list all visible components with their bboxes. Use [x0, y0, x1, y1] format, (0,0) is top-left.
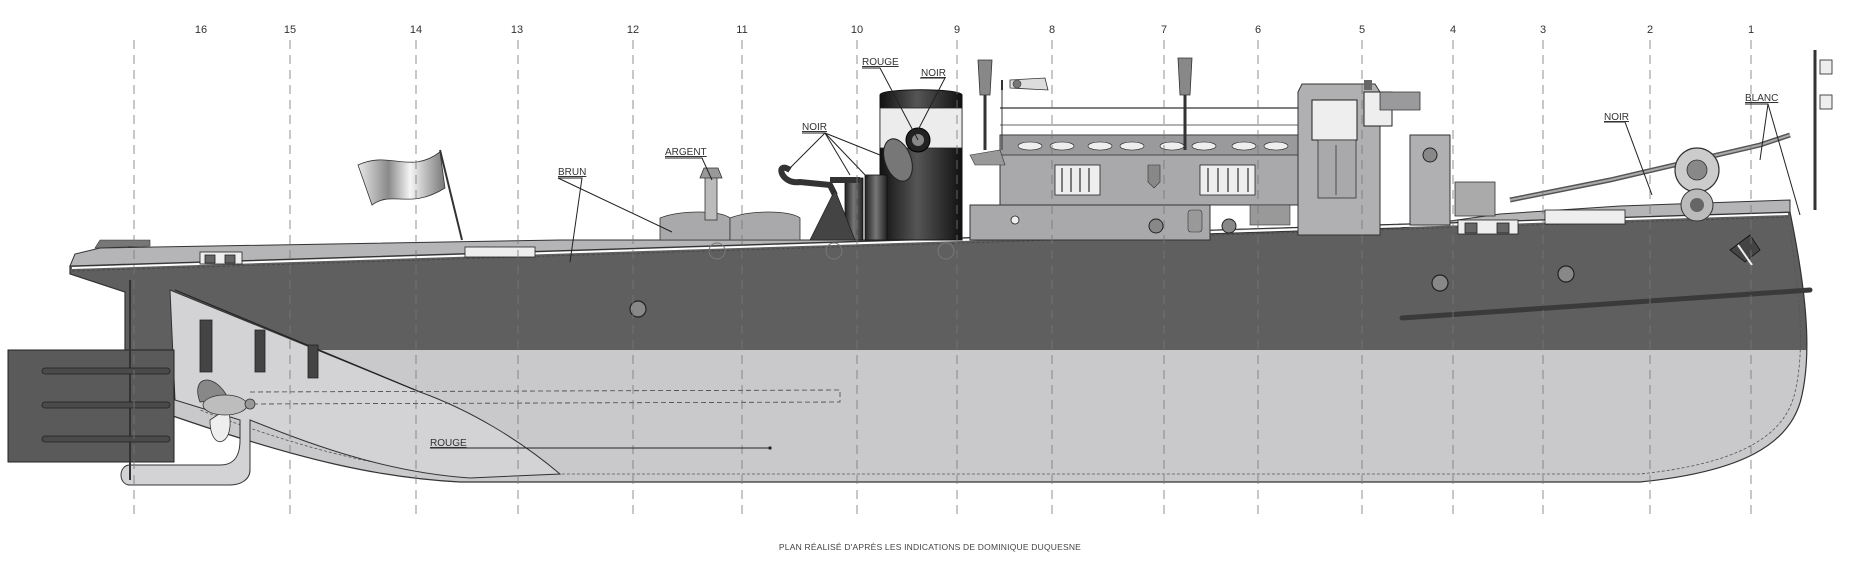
aft-hatches [659, 167, 801, 241]
station-number-5: 5 [1359, 24, 1365, 36]
label-rouge-top: ROUGE [862, 57, 899, 68]
bow-rubbing-strake [1399, 287, 1813, 321]
station-number-3: 3 [1540, 24, 1546, 36]
label-blanc: BLANC [1745, 93, 1778, 104]
bow-equipment [1509, 50, 1833, 266]
hull-portholes [629, 242, 1575, 318]
station-number-13: 13 [511, 24, 523, 36]
station-number-2: 2 [1647, 24, 1653, 36]
wheelhouse [1297, 80, 1496, 236]
station-number-1: 1 [1748, 24, 1754, 36]
deck-bitts [199, 209, 1626, 265]
label-noir-bow: NOIR [1604, 112, 1629, 123]
stern-flag [357, 149, 463, 241]
propeller [197, 379, 256, 442]
label-noir-vents: NOIR [802, 122, 827, 133]
station-number-11: 11 [736, 24, 747, 36]
ventilators [778, 138, 913, 241]
label-noir-funnel: NOIR [921, 68, 946, 79]
station-number-4: 4 [1450, 24, 1456, 36]
rudder [7, 280, 175, 480]
station-number-16: 16 [195, 24, 207, 36]
station-lines: 16 15 14 13 12 11 10 9 8 7 6 5 4 3 2 1 [133, 24, 1754, 515]
station-number-7: 7 [1161, 24, 1167, 36]
station-number-8: 8 [1049, 24, 1055, 36]
stern-brackets [199, 319, 319, 379]
stern-skeg [120, 289, 841, 486]
station-number-9: 9 [954, 24, 960, 36]
station-number-6: 6 [1255, 24, 1261, 36]
plan-caption: PLAN RÉALISÉ D'APRÈS LES INDICATIONS DE … [779, 542, 1081, 552]
masts [969, 57, 1193, 166]
label-rouge-hull: ROUGE [430, 438, 467, 449]
station-number-10: 10 [851, 24, 863, 36]
station-number-14: 14 [410, 24, 422, 36]
station-number-15: 15 [284, 24, 296, 36]
station-number-12: 12 [627, 24, 639, 36]
label-brun: BRUN [558, 167, 586, 178]
superstructure [969, 107, 1301, 241]
label-leaders [430, 67, 1801, 450]
label-argent: ARGENT [665, 147, 707, 158]
